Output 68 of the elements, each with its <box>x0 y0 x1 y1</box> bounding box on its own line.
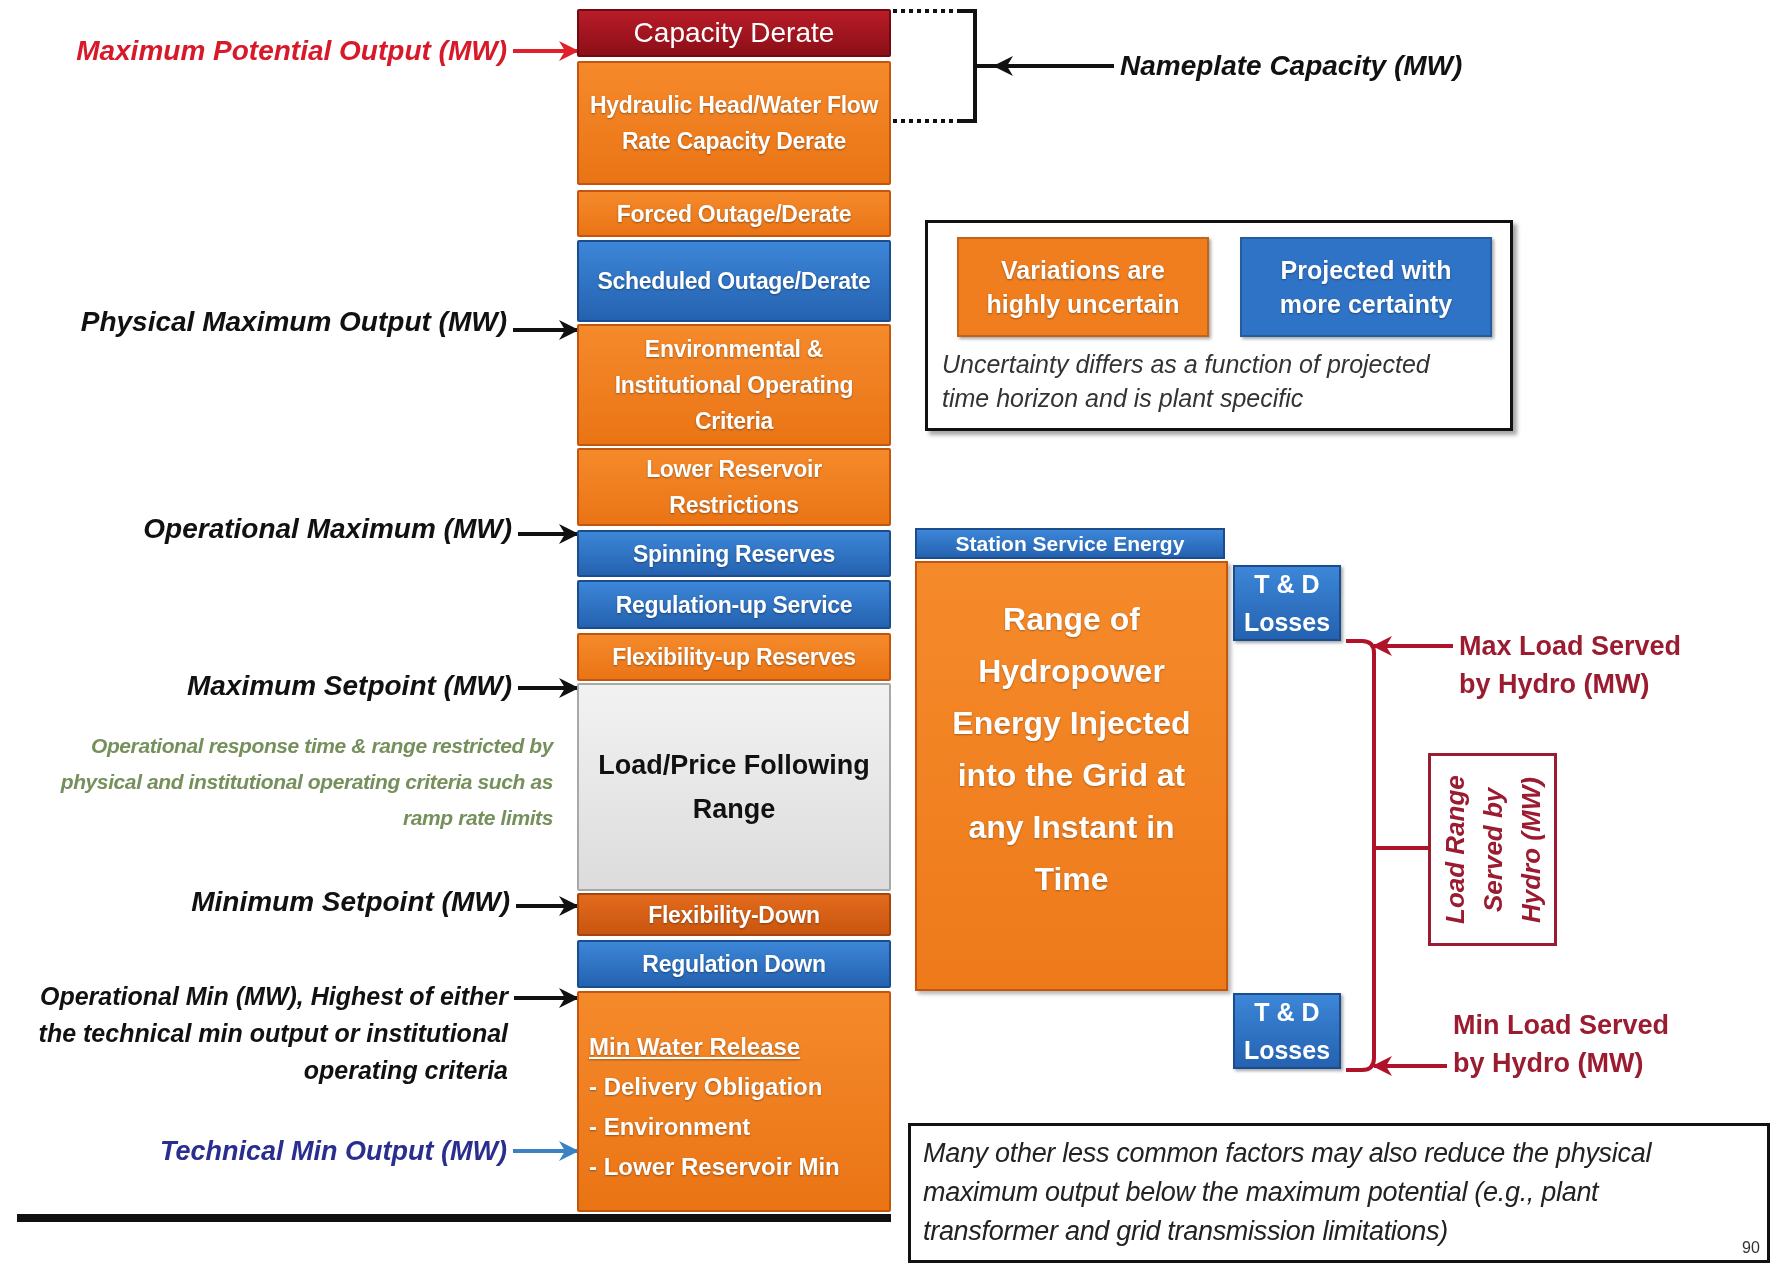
level-label: Maximum Setpoint (MW) <box>186 665 512 707</box>
block-label: Lower Reservoir Restrictions <box>645 455 823 520</box>
vertical-label: Load Range Served by Hydro (MW) <box>1438 774 1547 926</box>
factor-block <box>577 324 891 446</box>
range-label-box <box>1428 753 1557 946</box>
block-label: Station Service Energy <box>955 530 1185 557</box>
block-label: Flexibility-Down <box>648 900 820 930</box>
arrow <box>518 678 579 698</box>
level-label: Maximum Potential Output (MW) <box>76 30 507 72</box>
note-text: Uncertainty differs as a function of projected time horizon and is plant specific <box>942 349 1432 414</box>
level-label: Operational Min (MW), Highest of either the technical min output or institutional operating criteria <box>8 978 508 1089</box>
load-range-bracket <box>1346 639 1376 1072</box>
block-heading: Min Water Release <box>589 1032 801 1062</box>
factor-block <box>577 530 891 577</box>
block-label: Spinning Reserves <box>633 539 835 569</box>
level-label: Max Load Served by Hydro (MW) <box>1459 627 1709 703</box>
arrow <box>516 896 579 916</box>
factor-block <box>577 991 891 1212</box>
arrow <box>513 41 579 61</box>
factor-block <box>577 893 891 936</box>
capacity-bracket <box>891 9 997 123</box>
page-number: 90 <box>1742 1238 1760 1258</box>
block-label: T & D Losses <box>1242 569 1332 638</box>
block-label: Regulation Down <box>642 950 826 979</box>
level-label: Technical Min Output (MW) <box>160 1130 507 1172</box>
range-block <box>577 683 891 891</box>
level-label: Minimum Setpoint (MW) <box>191 881 510 923</box>
factor-block <box>577 61 891 185</box>
derate-header-bar <box>577 9 891 57</box>
level-label: Nameplate Capacity (MW) <box>1120 45 1463 87</box>
level-label: Operational Maximum (MW) <box>143 508 512 550</box>
block-label: Environmental & Institutional Operating Criteria <box>613 335 855 436</box>
block-label: Load/Price Following Range <box>597 749 871 826</box>
block-label: T & D Losses <box>1242 997 1332 1066</box>
list-item: - Delivery Obligation <box>589 1072 823 1102</box>
note-box <box>908 1123 1770 1263</box>
legend-label: Projected with more certainty <box>1278 255 1454 320</box>
arrow <box>518 524 579 544</box>
block-label: Forced Outage/Derate <box>616 199 852 229</box>
factor-block <box>577 448 891 526</box>
arrow <box>1372 636 1453 656</box>
block-label: Range of Hydropower Energy Injected into the Grid at any Instant in Time <box>951 600 1192 899</box>
block-label: Capacity Derate <box>633 16 835 50</box>
block-label: Regulation-up Service <box>615 590 853 620</box>
factor-block <box>577 633 891 681</box>
legend-label: Variations are highly uncertain <box>985 255 1181 320</box>
loss-block <box>1233 993 1341 1069</box>
arrow <box>514 988 579 1008</box>
note-text: Operational response time & range restricted by physical and institutional operating criteria such as ramp rate limits <box>59 733 553 831</box>
note-text: Many other less common factors may also reduce the physical maximum output below the maximum potential (e.g., plant transformer and grid transmission limitations) <box>923 1137 1653 1248</box>
loss-block <box>1233 565 1341 641</box>
block-label: Hydraulic Head/Water Flow Rate Capacity Derate <box>588 91 880 156</box>
arrow <box>993 56 1114 76</box>
arrow <box>513 1141 579 1161</box>
list-item: - Environment <box>589 1112 751 1142</box>
block-label: Flexibility-up Reserves <box>612 643 856 672</box>
list-item: - Lower Reservoir Min <box>589 1152 840 1182</box>
arrow <box>1372 1056 1447 1076</box>
arrow <box>513 320 579 340</box>
service-bar <box>915 528 1225 559</box>
energy-range-block <box>915 561 1228 991</box>
factor-block <box>577 240 891 322</box>
factor-block <box>577 190 891 237</box>
level-label: Min Load Served by Hydro (MW) <box>1453 1006 1703 1082</box>
factor-block <box>577 580 891 629</box>
factor-block <box>577 940 891 988</box>
block-label: Scheduled Outage/Derate <box>597 267 871 296</box>
level-label: Physical Maximum Output (MW) <box>80 301 507 343</box>
